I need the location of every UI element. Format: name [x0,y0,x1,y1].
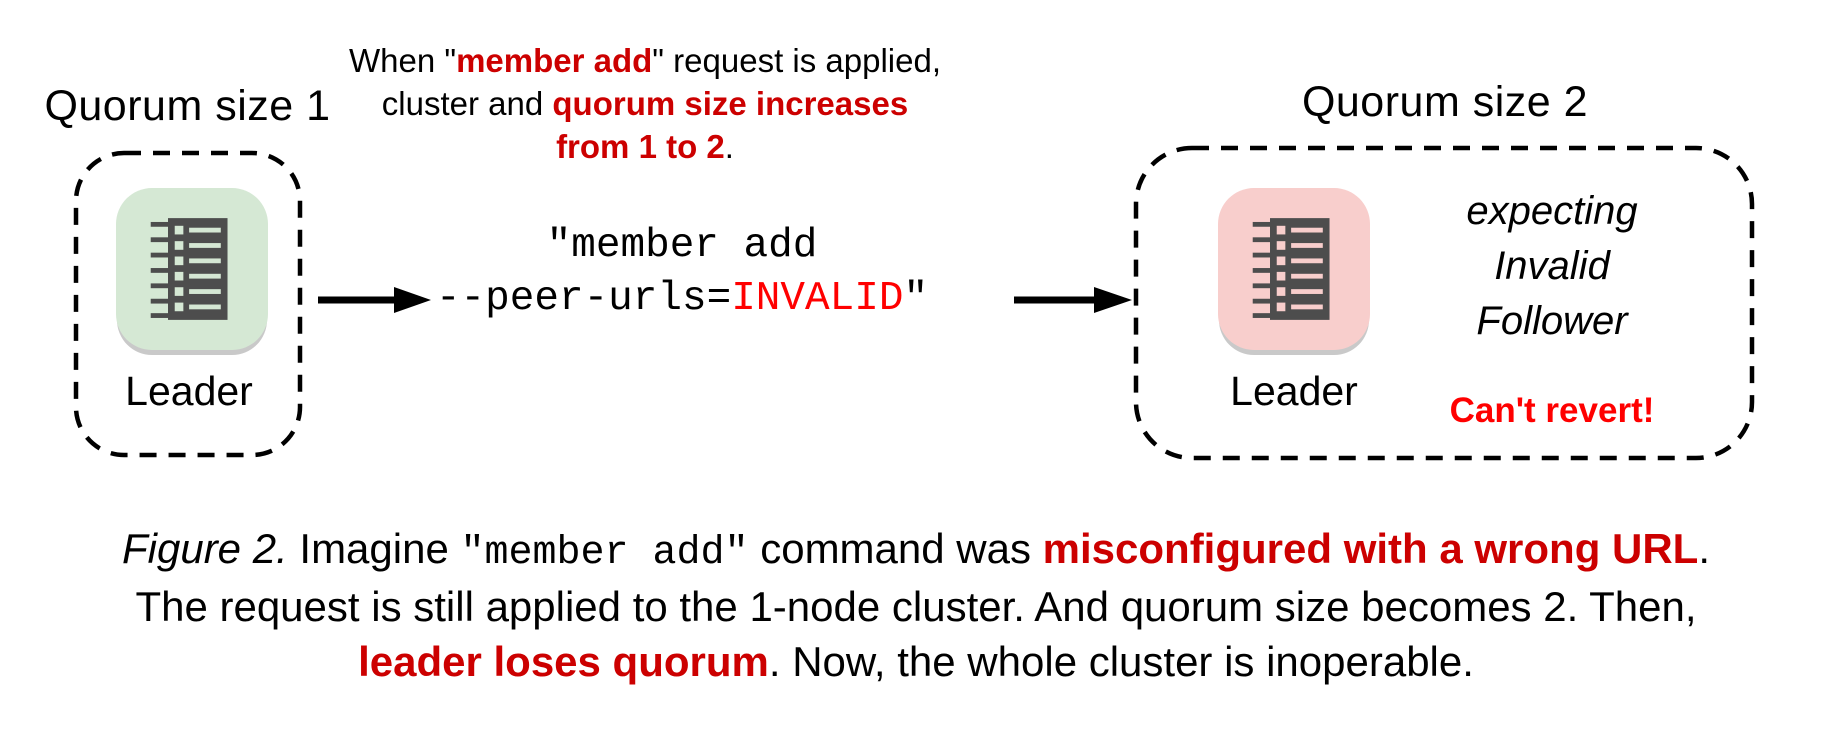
right-cluster-box [1133,145,1755,461]
expect-line3: Follower [1476,299,1628,344]
arrow-right-icon [318,287,431,313]
left-node-label: Leader [125,368,253,414]
member-add-note: When "member add" request is applied, cl… [325,40,965,169]
member-add-command: "member add --peer-urls=INVALID" [372,220,992,327]
left-group-title: Quorum size 1 [44,82,331,130]
right-group-title: Quorum size 2 [1301,78,1589,126]
arrow-right-icon [1014,287,1132,313]
figure-caption: Figure 2. Imagine "member add" command w… [35,522,1797,689]
expect-line1: expecting [1466,189,1638,233]
expecting-follower-text: expecting Invalid Follower [1368,184,1736,350]
note-line3: from 1 to 2. [556,127,734,165]
caption-line2: The request is still applied to the 1-no… [135,583,1697,630]
server-icon [1218,188,1370,350]
command-line1: "member add [546,223,818,269]
expect-line2: Invalid [1494,244,1610,289]
cant-revert-warning: Can't revert! [1449,391,1655,430]
caption-line1: Figure 2. Imagine "member add" command w… [121,525,1711,576]
note-line1: When "member add" request is applied, [348,42,942,79]
caption-line3: leader loses quorum. Now, the whole clus… [358,637,1474,685]
server-icon [116,188,268,350]
note-line2: cluster and quorum size increases [381,84,909,122]
command-line2: --peer-urls=INVALID" [435,276,929,323]
right-node-label: Leader [1230,368,1358,414]
left-cluster-box [73,150,303,458]
